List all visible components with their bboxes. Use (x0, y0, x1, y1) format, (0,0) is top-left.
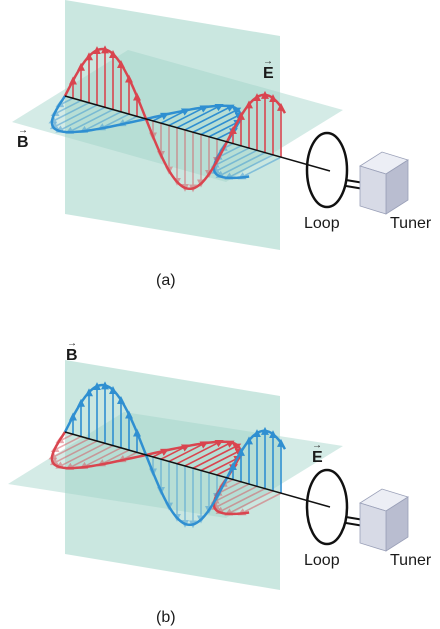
vertical-field-vectors-b (69, 381, 285, 529)
horizontal-vector-b-11 (160, 444, 190, 460)
tuner-label-b: Tuner (390, 552, 432, 569)
horizontal-vector-a-7 (97, 113, 130, 131)
propagation-axis-b (64, 431, 331, 508)
svg-text:→: → (18, 125, 28, 136)
svg-text:→: → (312, 440, 322, 451)
horizontal-vector-b-6 (79, 447, 122, 470)
propagation-axis-a (64, 95, 331, 172)
horizontal-vector-b-26 (237, 492, 282, 516)
tuner-box-a (359, 151, 409, 215)
horizontal-vector-b-17 (208, 455, 243, 474)
horizontal-vector-a-24 (215, 151, 266, 178)
svg-text:→: → (263, 56, 273, 67)
vertical-plane-b (65, 360, 280, 590)
horizontal-plane-a (12, 50, 343, 182)
horizontal-vector-a-11 (160, 108, 190, 124)
loop-antenna-a (305, 131, 349, 209)
horizontal-vector-a-2 (48, 102, 90, 124)
horizontal-vector-a-3 (49, 104, 98, 130)
horizontal-vector-b-12 (168, 441, 209, 463)
horizontal-vector-b-7 (97, 449, 130, 467)
horizontal-vector-b-25 (224, 490, 274, 516)
horizontal-vector-b-24 (215, 487, 266, 514)
diagram-a: E → B → Loop Tuner (a) (12, 0, 432, 289)
horizontal-vector-a-21 (213, 145, 242, 160)
svg-text:E: E (263, 65, 274, 82)
loop-label-a: Loop (304, 215, 340, 232)
svg-text:E: E (312, 449, 323, 466)
horizontal-vector-b-13 (176, 439, 224, 465)
horizontal-vector-a-0 (55, 97, 74, 108)
horizontal-vector-b-1 (50, 435, 82, 453)
vertical-field-label-b: B → (66, 338, 78, 364)
vertical-field-wave-a (63, 47, 287, 191)
horizontal-field-label-b: E → (312, 440, 323, 466)
horizontal-vector-a-15 (192, 107, 242, 133)
horizontal-plane-b (8, 412, 343, 518)
svg-text:B: B (66, 347, 78, 364)
diagram-b: B → E → Loop Tuner (b) (8, 338, 432, 626)
horizontal-vector-a-1 (50, 99, 82, 117)
vertical-field-vectors-a (69, 45, 285, 193)
horizontal-vector-b-0 (55, 433, 74, 444)
horizontal-vector-b-15 (192, 443, 242, 469)
horizontal-vector-a-12 (168, 105, 209, 127)
horizontal-vector-b-14 (184, 440, 235, 467)
horizontal-vector-a-26 (237, 156, 282, 180)
horizontal-vector-b-5 (65, 444, 114, 470)
horizontal-vector-a-17 (208, 119, 243, 138)
loop-label-b: Loop (304, 552, 340, 569)
svg-text:→: → (67, 338, 77, 349)
horizontal-vector-b-3 (49, 440, 98, 466)
horizontal-field-label-a: B → (17, 125, 29, 151)
caption-b: (b) (156, 609, 176, 626)
loop-antenna-b (305, 468, 349, 546)
horizontal-vector-a-5 (65, 108, 114, 134)
caption-a: (a) (156, 272, 176, 289)
horizontal-vector-a-13 (176, 103, 224, 129)
vertical-field-wave-b (63, 383, 287, 527)
horizontal-vector-b-23 (211, 485, 258, 510)
tuner-label-a: Tuner (390, 215, 432, 232)
horizontal-vector-b-2 (48, 438, 90, 460)
horizontal-vector-a-23 (211, 149, 258, 174)
horizontal-vector-a-6 (79, 111, 122, 134)
tuner-box-b (359, 488, 409, 552)
horizontal-vector-b-16 (200, 448, 244, 472)
horizontal-vector-a-25 (224, 154, 274, 180)
horizontal-vector-b-21 (213, 481, 242, 496)
svg-text:B: B (17, 134, 29, 151)
horizontal-vector-a-14 (184, 104, 235, 131)
horizontal-vector-a-16 (200, 112, 244, 136)
vertical-field-label-a: E → (263, 56, 274, 82)
